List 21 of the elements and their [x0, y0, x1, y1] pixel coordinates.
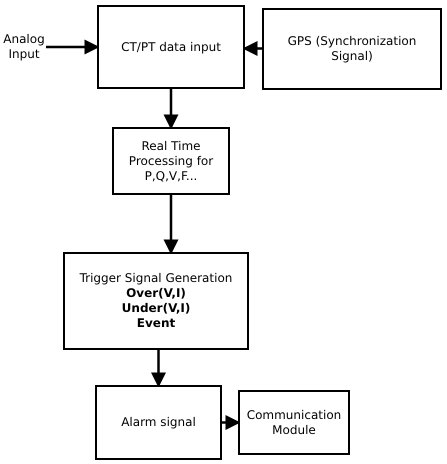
box-label: Under(V,I) — [122, 301, 190, 316]
arrow — [151, 350, 166, 388]
arrow — [164, 195, 178, 254]
box-label: GPS (Synchronization Signal) — [286, 34, 418, 64]
input-label: Analog Input — [2, 32, 46, 62]
process-box — [262, 8, 442, 90]
process-box — [95, 385, 222, 460]
box-label: Trigger Signal Generation — [80, 271, 232, 286]
box-label: Alarm signal — [121, 415, 196, 430]
process-box — [112, 127, 230, 195]
box-label: Real Time Processing for P,Q,V,F... — [128, 138, 214, 184]
box-label: Over(V,I) — [126, 286, 186, 301]
arrow — [222, 415, 240, 430]
arrow — [46, 40, 100, 54]
box-label: CT/PT data input — [121, 40, 221, 54]
process-box — [63, 252, 249, 350]
process-box — [97, 5, 245, 89]
arrow — [164, 89, 178, 130]
box-label: Event — [136, 316, 176, 331]
box-label: Communication Module — [246, 408, 342, 438]
process-box — [238, 390, 350, 455]
